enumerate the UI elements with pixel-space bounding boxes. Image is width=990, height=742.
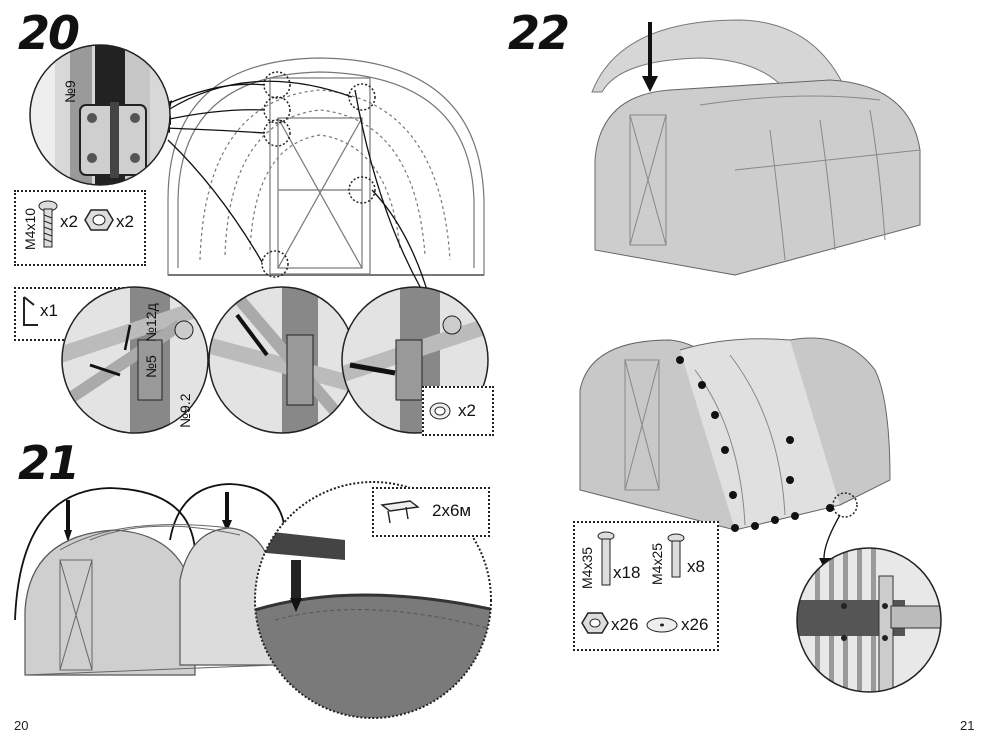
step-21-number: 21 [18,436,80,490]
greenhouse-fastening-illustration [579,337,891,570]
part-label-9-2: №9.2 [177,393,193,428]
nut-icon [84,209,114,231]
short-bolt-icon [667,533,685,578]
bolt2-size-label: M4x25 [649,542,665,585]
plug-quantity: x2 [458,401,476,420]
bracket-quantity: x1 [40,301,58,320]
fastening-detail-circle [796,547,942,693]
greenhouse-cover-illustration [591,19,921,276]
nut-icon [581,612,609,634]
washer-quantity: x26 [681,615,709,634]
page-number-right: 21 [960,718,975,733]
hinge-detail-circle [29,44,171,186]
plug-icon [429,402,451,420]
bolt-quantity: x2 [60,212,78,231]
part-label-5: №5 [143,355,159,378]
step-22-number: 22 [508,6,570,60]
detail-number-label: №9 [62,80,78,103]
bolt-size-label: M4x10 [22,207,38,250]
bolt1-size-label: M4x35 [579,546,595,589]
bolt1-quantity: x18 [613,563,641,582]
nut-quantity: x26 [611,615,639,634]
bolt-icon [38,200,58,248]
assembly-detail-circle-2 [208,286,356,434]
page-number-left: 20 [14,718,29,733]
parts-box-plug: x2 [422,386,494,436]
profile-length-label: 2x6м [432,501,472,520]
parts-box-bolts: M4x10 x2 x2 [14,190,146,266]
bolt2-quantity: x8 [687,557,705,576]
greenhouse-arcs-illustration [14,483,286,676]
washer-icon [646,617,678,633]
part-label-12d: №12д [143,303,159,342]
nut-quantity: x2 [116,212,134,231]
long-bolt-icon [597,531,615,586]
parts-box-profile: 2x6м [372,487,490,537]
bracket-icon [23,296,38,326]
step-20-number: 20 [18,6,80,60]
parts-box-hardware: M4x35 x18 M4x25 x8 x26 x26 [573,521,719,651]
profile-icon [380,500,420,524]
assembly-detail-circle-1 [61,286,209,434]
